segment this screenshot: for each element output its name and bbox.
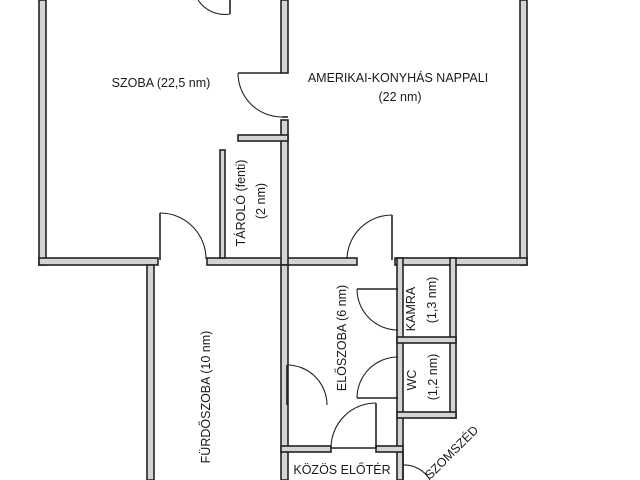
- wall-eloszoba-right: [396, 257, 404, 480]
- wall-eloszoba-bottom-left: [280, 445, 332, 453]
- door-furdo: [286, 364, 328, 406]
- walls: [38, 0, 528, 480]
- label-nappali-name: AMERIKAI-KONYHÁS NAPPALI: [308, 70, 488, 85]
- door-entrance: [330, 402, 377, 449]
- door-wc: [356, 356, 399, 399]
- wall-nappali-bottom-right: [394, 257, 528, 266]
- wall-partition-stub: [237, 134, 289, 142]
- wall-right-outer: [519, 0, 528, 266]
- label-nappali-area: (22 nm): [378, 90, 421, 104]
- label-kozos-eloter: KÖZÖS ELŐTÉR: [293, 462, 390, 477]
- door-nappali-bottom: [346, 214, 393, 260]
- label-tarolo-name: TÁROLÓ (fenti): [233, 160, 248, 247]
- door-szoba-bottom: [159, 212, 207, 260]
- label-szomszed: SZOMSZÉD: [422, 422, 482, 480]
- door-kamra: [356, 288, 399, 331]
- label-kamra-area: (1,3 nm): [425, 277, 439, 324]
- label-szoba: SZOBA (22,5 nm): [112, 76, 211, 90]
- wall-tarolo: [219, 149, 226, 259]
- door-szomszed: [402, 452, 431, 480]
- label-kamra-name: KAMRA: [404, 286, 418, 331]
- wall-partition-upper: [280, 0, 289, 74]
- label-eloszoba: ELŐSZOBA (6 nm): [334, 285, 349, 391]
- doors: [159, 0, 431, 480]
- label-wc-name: WC: [405, 370, 419, 391]
- label-wc-area: (1,2 nm): [426, 354, 440, 401]
- door-szoba-top: [197, 0, 231, 15]
- wall-eloszoba-bottom-right: [375, 445, 404, 453]
- wall-wc-bottom: [396, 411, 457, 419]
- label-tarolo-area: (2 nm): [254, 183, 268, 219]
- door-szoba-nappali: [237, 72, 288, 118]
- wall-kamra-wc-divider: [396, 336, 457, 344]
- wall-furdo-left: [146, 264, 155, 480]
- wall-szoba-bottom-left: [38, 257, 159, 266]
- label-furdoszoba: FÜRDŐSZOBA (10 nm): [198, 331, 213, 464]
- wall-left-outer: [38, 0, 47, 266]
- wall-furdo-right: [280, 264, 289, 480]
